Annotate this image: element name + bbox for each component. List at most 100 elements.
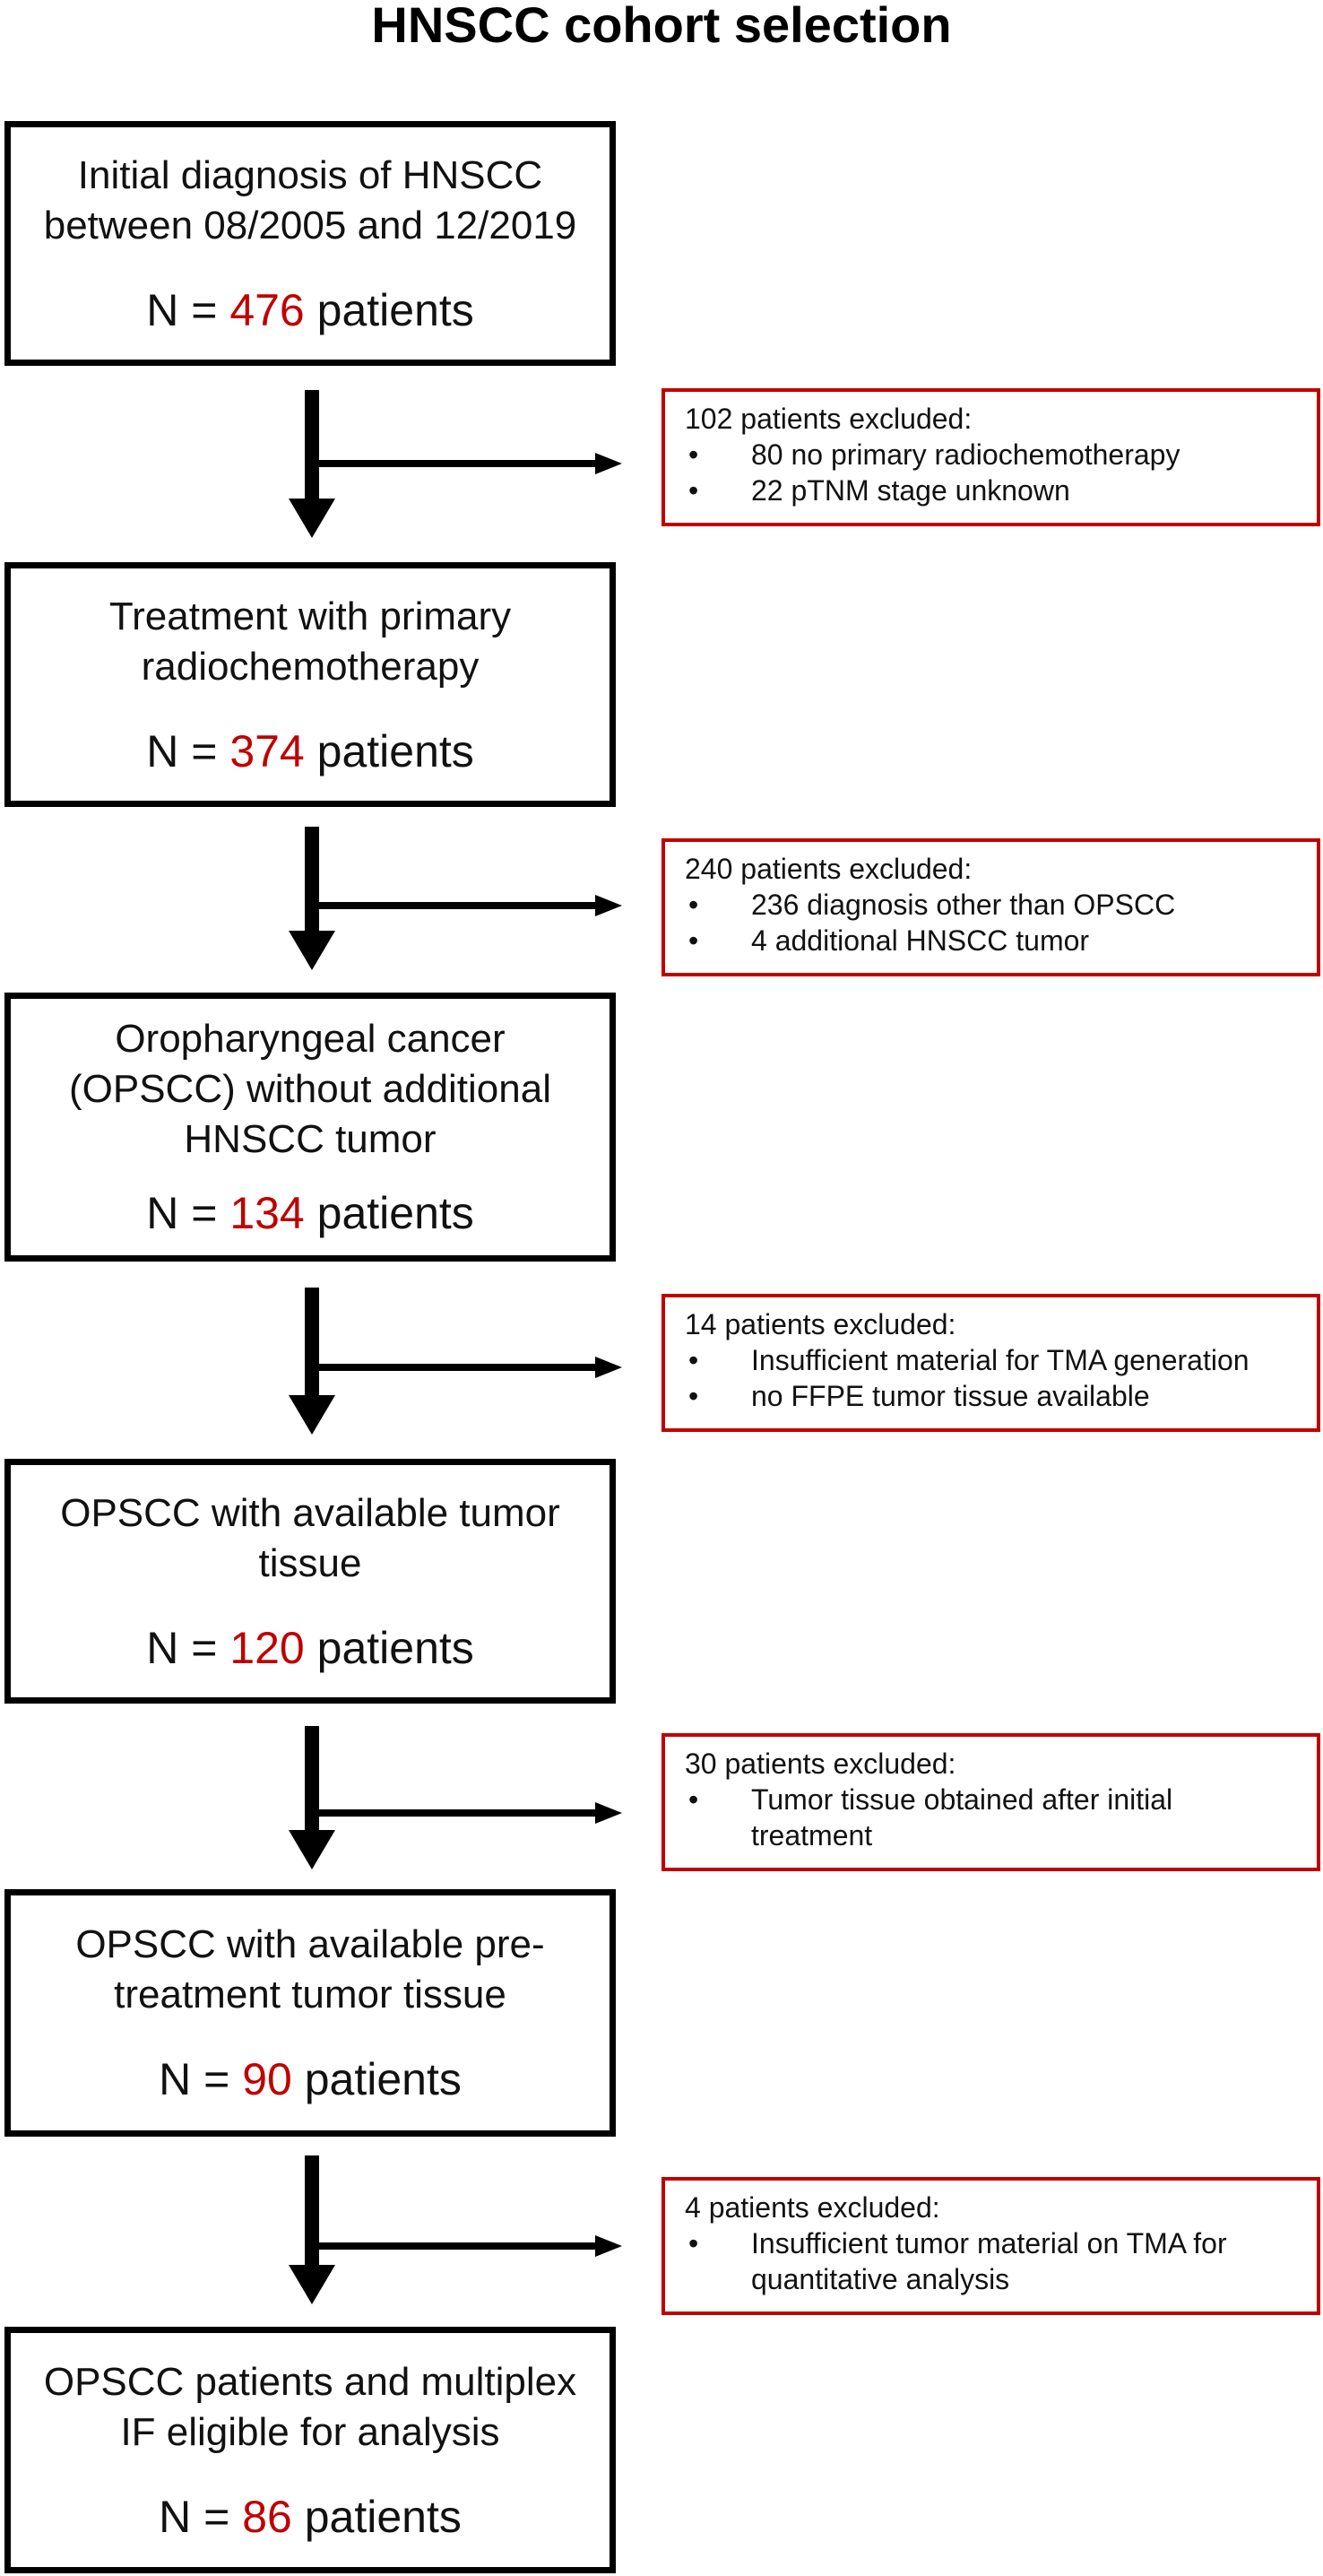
flow-step-label-line: treatment tumor tissue bbox=[114, 1973, 506, 2017]
flow-step-label: OPSCC with available tumor tissue bbox=[60, 1488, 560, 1589]
exclusion-item-text: 80 no primary radiochemotherapy bbox=[751, 438, 1180, 471]
connector-1 bbox=[289, 390, 622, 538]
count-suffix: patients bbox=[291, 2054, 462, 2104]
count-prefix: N = bbox=[146, 1188, 230, 1238]
flow-step-eligible-for-analysis: OPSCC patients and multiplex IF eligible… bbox=[4, 2327, 616, 2573]
exclusion-box-1: 102 patients excluded: • 80 no primary ra… bbox=[662, 388, 1320, 526]
flow-step-count: N = 476 patients bbox=[146, 283, 474, 337]
exclusion-list: • 80 no primary radiochemotherapy • 22 pTN… bbox=[685, 437, 1299, 508]
exclusion-item: •Insufficient material for TMA generatio… bbox=[685, 1342, 1299, 1378]
connector-3 bbox=[289, 1288, 622, 1435]
patient-count-number: 134 bbox=[229, 1188, 305, 1238]
flow-step-count: N = 90 patients bbox=[159, 2052, 462, 2106]
bullet-icon: • bbox=[688, 1380, 699, 1412]
exclusion-header: 102 patients excluded: bbox=[685, 403, 973, 435]
exclusion-box-5: 4 patients excluded: • Insufficient tumor… bbox=[662, 2177, 1320, 2315]
down-arrow-head bbox=[289, 1395, 335, 1435]
count-suffix: patients bbox=[304, 1188, 474, 1238]
exclusion-arrow-head bbox=[595, 2235, 622, 2257]
flow-step-count: N = 86 patients bbox=[159, 2490, 462, 2544]
flow-step-label-line: HNSCC tumor bbox=[184, 1117, 437, 1161]
exclusion-item-text: 22 pTNM stage unknown bbox=[751, 474, 1070, 507]
flow-step-initial-diagnosis: Initial diagnosis of HNSCC between 08/20… bbox=[4, 121, 616, 366]
flow-step-label-line: radiochemotherapy bbox=[141, 644, 480, 689]
exclusion-item: • 22 pTNM stage unknown bbox=[685, 473, 1299, 508]
exclusion-item: • no FFPE tumor tissue available bbox=[685, 1378, 1299, 1414]
exclusion-item: • 80 no primary radiochemotherapy bbox=[685, 437, 1299, 473]
exclusion-item-text: no FFPE tumor tissue available bbox=[751, 1380, 1150, 1412]
down-arrow-head bbox=[289, 2265, 335, 2304]
flow-step-label-line: tissue bbox=[258, 1540, 362, 1585]
exclusion-item-text: Tumor tissue obtained after initial bbox=[751, 1783, 1173, 1816]
exclusion-item: • Insufficient tumor material on TMA for q… bbox=[685, 2225, 1299, 2297]
connector-5 bbox=[289, 2155, 622, 2304]
patient-count-number: 476 bbox=[229, 284, 305, 335]
flow-step-available-tumor-tissue: OPSCC with available tumor tissue N = 12… bbox=[4, 1459, 616, 1704]
bullet-icon: • bbox=[688, 438, 699, 471]
flow-step-label-line: between 08/2005 and 12/2019 bbox=[43, 203, 577, 247]
count-suffix: patients bbox=[291, 2491, 462, 2542]
flow-step-count: N = 120 patients bbox=[146, 1621, 474, 1675]
exclusion-item: • 4 additional HNSCC tumor bbox=[685, 923, 1299, 958]
exclusion-header: 14 patients excluded: bbox=[685, 1308, 956, 1340]
exclusion-item-text: Insufficient tumor material on TMA for bbox=[751, 2227, 1227, 2259]
flow-step-label: OPSCC with available pre- treatment tumo… bbox=[75, 1920, 544, 2020]
exclusion-header: 240 patients excluded: bbox=[685, 853, 973, 885]
flow-step-label-line: (OPSCC) without additional bbox=[68, 1067, 551, 1111]
flow-step-count: N = 374 patients bbox=[146, 724, 474, 778]
flow-step-label: Treatment with primary radiochemotherapy bbox=[109, 592, 511, 692]
down-arrow-head bbox=[289, 931, 335, 970]
patient-count-number: 90 bbox=[242, 2054, 292, 2104]
exclusion-list: • 236 diagnosis other than OPSCC • 4 addit… bbox=[685, 887, 1299, 958]
flow-step-label: Initial diagnosis of HNSCC between 08/20… bbox=[44, 151, 577, 251]
flow-step-count: N = 134 patients bbox=[146, 1186, 474, 1240]
flow-step-label: Oropharyngeal cancer (OPSCC) without add… bbox=[69, 1014, 551, 1165]
exclusion-arrow-head bbox=[595, 453, 622, 474]
bullet-icon: • bbox=[688, 1783, 699, 1816]
exclusion-item-text: 4 additional HNSCC tumor bbox=[751, 924, 1090, 957]
flow-step-label-line: Oropharyngeal cancer bbox=[115, 1017, 506, 1061]
exclusion-item-text: treatment bbox=[751, 1819, 873, 1852]
exclusion-header: 30 patients excluded: bbox=[685, 1748, 956, 1780]
bullet-icon: • bbox=[688, 2227, 699, 2259]
flow-step-label-line: Initial diagnosis of HNSCC bbox=[77, 152, 543, 197]
exclusion-arrow-head bbox=[595, 895, 622, 916]
bullet-icon: • bbox=[688, 1344, 699, 1376]
exclusion-box-2: 240 patients excluded: • 236 diagnosis ot… bbox=[662, 838, 1320, 976]
bullet-icon: • bbox=[688, 889, 699, 921]
bullet-icon: • bbox=[688, 474, 699, 507]
count-prefix: N = bbox=[159, 2491, 243, 2542]
exclusion-box-3: 14 patients excluded: •Insufficient mate… bbox=[662, 1294, 1320, 1432]
patient-count-number: 120 bbox=[229, 1622, 305, 1673]
down-arrow-head bbox=[289, 499, 335, 538]
exclusion-item-text: 236 diagnosis other than OPSCC bbox=[751, 889, 1176, 921]
count-prefix: N = bbox=[159, 2054, 243, 2104]
exclusion-list: •Insufficient material for TMA generatio… bbox=[685, 1342, 1299, 1414]
exclusion-box-4: 30 patients excluded: • Tumor tissue obta… bbox=[662, 1733, 1320, 1871]
connector-4 bbox=[289, 1726, 622, 1869]
diagram-title: HNSCC cohort selection bbox=[371, 0, 952, 53]
flow-step-label-line: OPSCC patients and multiplex bbox=[43, 2359, 577, 2404]
exclusion-header: 4 patients excluded: bbox=[685, 2191, 940, 2224]
exclusion-item-text: quantitative analysis bbox=[751, 2263, 1010, 2295]
flow-step-opscc-no-additional-tumor: Oropharyngeal cancer (OPSCC) without add… bbox=[4, 993, 616, 1262]
count-prefix: N = bbox=[146, 725, 230, 776]
flow-step-label-line: Treatment with primary bbox=[108, 594, 512, 638]
exclusion-arrow-head bbox=[595, 1357, 622, 1378]
exclusion-item: • 236 diagnosis other than OPSCC bbox=[685, 887, 1299, 923]
flow-step-pretreatment-tumor-tissue: OPSCC with available pre- treatment tumo… bbox=[4, 1889, 616, 2137]
count-prefix: N = bbox=[146, 284, 230, 335]
down-arrow-head bbox=[289, 1830, 335, 1869]
exclusion-list: • Insufficient tumor material on TMA for q… bbox=[685, 2225, 1299, 2297]
flow-step-label: OPSCC patients and multiplex IF eligible… bbox=[44, 2357, 576, 2458]
flow-step-label-line: OPSCC with available tumor bbox=[60, 1490, 560, 1535]
bullet-icon: • bbox=[688, 924, 699, 957]
count-suffix: patients bbox=[304, 284, 474, 335]
flow-step-label-line: OPSCC with available pre- bbox=[75, 1922, 545, 1966]
count-suffix: patients bbox=[304, 725, 474, 776]
flow-step-primary-radiochemotherapy: Treatment with primary radiochemotherapy… bbox=[4, 562, 616, 807]
flow-step-label-line: IF eligible for analysis bbox=[120, 2409, 500, 2454]
